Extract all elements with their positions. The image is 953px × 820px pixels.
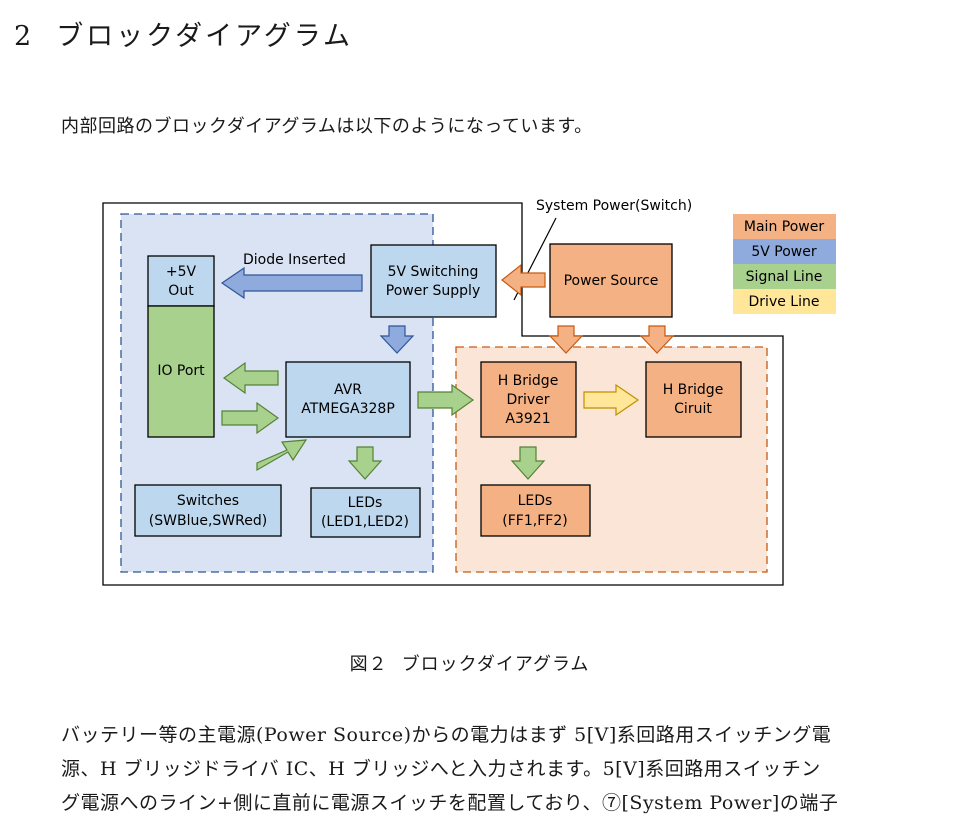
legend-drive-line-label: Drive Line [749,294,820,310]
block-switches-line1: Switches [177,493,239,509]
block-leds-left-line1: LEDs [348,495,383,511]
legend-signal-line-swatch [733,264,836,289]
figure-caption: 図２ ブロックダイアグラム [0,650,953,676]
block-leds-right-line2: (FF1,FF2) [502,513,567,529]
body-line: グ電源へのライン+側に直前に電源スイッチを配置しており、⑦[System Pow… [61,792,839,814]
block-leds-right [480,484,591,537]
block-leds-right-line1: LEDs [518,493,553,509]
block-diagram: System Power(Switch) +5V Out IO Port 5V … [102,198,836,586]
arrow-avr-to-driver [417,383,475,417]
block-hbridge-driver [480,361,577,438]
block-hbridge-circuit-line2: Ciruit [674,401,712,417]
section-title: ブロックダイアグラム [56,21,353,52]
block-leds-left-line2: (LED1,LED2) [321,514,409,530]
block-power-source-label: Power Source [564,273,659,289]
arrow-avr-to-leds [347,446,383,480]
legend-signal-line-label: Signal Line [746,269,823,285]
block-hbridge-driver-line3: A3921 [505,411,550,427]
figure-title: ブロックダイアグラム [401,654,590,675]
body-paragraph: バッテリー等の主電源(Power Source)からの電力はまず 5[V]系回路… [61,718,921,820]
block-switching-supply-line2: Power Supply [386,283,481,299]
legend-main-power-swatch [733,214,836,239]
block-switches [134,484,282,537]
block-switches-line2: (SWBlue,SWRed) [149,513,267,529]
arrow-diode-5v-out [220,266,363,300]
section-number: 2 [14,21,35,52]
legend-main-power-label: Main Power [744,219,824,235]
block-hbridge-driver-line1: H Bridge [498,373,559,389]
block-io-port-label: IO Port [157,363,205,379]
system-power-label: System Power(Switch) [536,198,692,214]
block-avr [285,361,411,438]
arrow-main-to-switching [501,263,546,297]
block-hbridge-circuit-line1: H Bridge [663,382,724,398]
arrow-driver-to-leds [510,446,546,480]
legend-5v-power-label: 5V Power [751,244,817,260]
block-avr-line1: AVR [334,382,362,398]
legend: Main Power 5V Power Signal Line Drive Li… [733,214,836,314]
body-line: バッテリー等の主電源(Power Source)からの電力はまず 5[V]系回路… [61,724,832,746]
legend-drive-line-swatch [733,289,836,314]
block-power-source [549,243,673,318]
legend-5v-power-swatch [733,239,836,264]
block-5v-out-line2: Out [168,283,194,299]
block-avr-line2: ATMEGA328P [301,401,395,417]
block-io-port [147,305,215,438]
arrow-driver-to-hbridge [583,383,640,417]
diode-inserted-label: Diode Inserted [243,252,346,268]
arrow-switching-to-avr [379,325,415,354]
intro-paragraph: 内部回路のブロックダイアグラムは以下のようになっています。 [61,116,593,137]
body-line: 源、H ブリッジドライバ IC、H ブリッジへと入力されます。5[V]系回路用ス… [61,758,821,780]
arrow-io-to-avr [221,401,280,435]
section-heading: 2 ブロックダイアグラム [14,14,353,53]
arrow-main-to-hbridge [639,325,675,354]
block-leds-left [310,487,421,538]
block-hbridge-driver-line2: Driver [506,392,549,408]
block-switching-supply-line1: 5V Switching [388,264,479,280]
arrow-main-to-driver [548,325,584,354]
arrow-switches-to-avr [256,439,308,472]
figure-number: 図２ [349,654,388,675]
block-5v-out-line1: +5V [166,264,197,280]
block-switching-supply [370,244,497,318]
block-hbridge-circuit [645,361,742,438]
arrow-avr-to-io [222,361,279,395]
